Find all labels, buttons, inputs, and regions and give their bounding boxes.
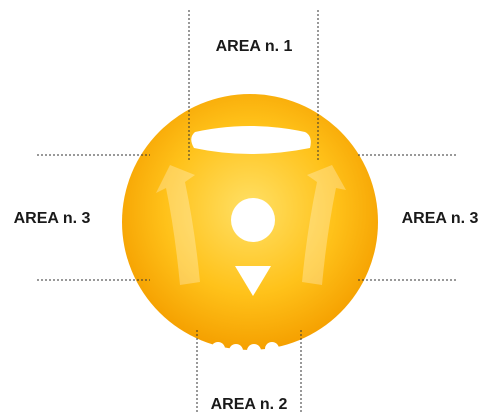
label-area-3-left: AREA n. 3 — [14, 210, 91, 227]
label-area-1: AREA n. 1 — [216, 38, 293, 55]
label-area-3-right: AREA n. 3 — [402, 210, 479, 227]
top-bar-icon — [191, 126, 311, 154]
circle-button-icon — [231, 198, 275, 242]
label-area-2: AREA n. 2 — [211, 396, 288, 413]
